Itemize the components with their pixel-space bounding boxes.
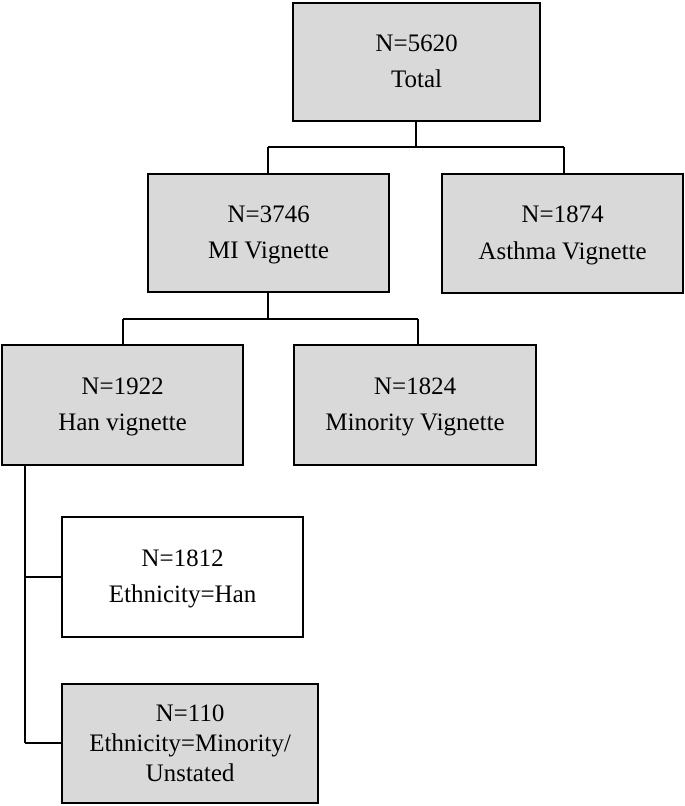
connector-total-split bbox=[267, 121, 565, 174]
connector-han-branch bbox=[24, 465, 62, 744]
node-total: N=5620 Total bbox=[292, 2, 541, 122]
node-mi-vignette: N=3746 MI Vignette bbox=[147, 173, 390, 293]
node-mi-label: MI Vignette bbox=[208, 237, 329, 264]
node-ethnicity-minority-label-line1: Ethnicity=Minority/ bbox=[89, 729, 291, 757]
node-total-label: Total bbox=[390, 66, 442, 93]
node-han-vignette-count: N=1922 bbox=[81, 372, 164, 400]
node-han-vignette: N=1922 Han vignette bbox=[1, 344, 244, 466]
node-ethnicity-minority: N=110 Ethnicity=Minority/ Unstated bbox=[61, 683, 319, 804]
node-han-vignette-label: Han vignette bbox=[58, 409, 187, 436]
node-ethnicity-han-label: Ethnicity=Han bbox=[108, 581, 257, 608]
node-ethnicity-han-count: N=1812 bbox=[141, 544, 224, 572]
node-mi-count: N=3746 bbox=[227, 200, 310, 228]
node-total-count: N=5620 bbox=[375, 29, 458, 57]
node-asthma-label: Asthma Vignette bbox=[478, 237, 647, 265]
node-ethnicity-minority-count: N=110 bbox=[155, 699, 225, 727]
node-asthma-vignette: N=1874 Asthma Vignette bbox=[441, 173, 684, 294]
node-ethnicity-minority-label-line2: Unstated bbox=[145, 759, 235, 787]
node-minority-vignette-count: N=1824 bbox=[373, 372, 457, 400]
node-minority-vignette: N=1824 Minority Vignette bbox=[293, 344, 537, 466]
node-minority-vignette-label: Minority Vignette bbox=[325, 409, 505, 436]
node-ethnicity-han: N=1812 Ethnicity=Han bbox=[61, 516, 304, 638]
node-asthma-count: N=1874 bbox=[521, 201, 604, 229]
connector-mi-split bbox=[122, 292, 419, 345]
